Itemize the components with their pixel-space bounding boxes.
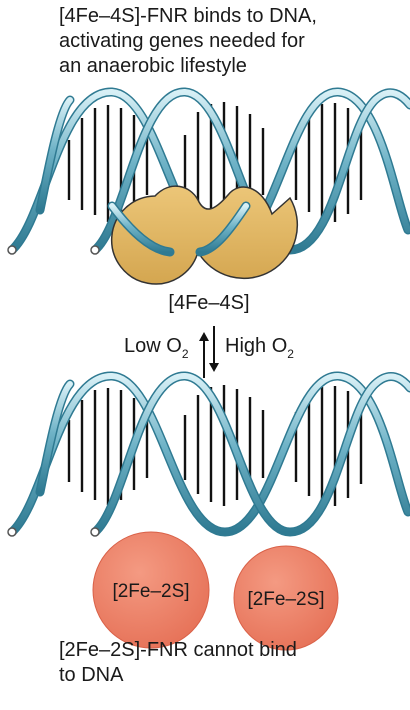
bound-complex-label: [4Fe–4S] [168,292,249,314]
equilibrium: Low O2 High O2 [124,326,294,378]
low-o2-sub: 2 [182,347,189,361]
top-caption: [4Fe–4S]-FNR binds to DNA, activating ge… [59,4,317,79]
fnr-2fe2s-label-right: [2Fe–2S] [247,589,324,610]
fnr-2fe2s-circle-left [92,531,210,649]
strand-end-bottom-left [7,527,17,537]
fnr-2fe2s-label-left: [2Fe–2S] [112,581,189,602]
high-o2-sub: 2 [287,347,294,361]
bottom-caption: [2Fe–2S]-FNR cannot bind to DNA [59,638,297,688]
equilibrium-arrows [199,326,219,378]
strand-end-top-left [7,245,17,255]
high-o2-label: High O2 [225,335,294,361]
fnr-2fe2s-circle-right [233,545,339,651]
low-o2-base: Low O [124,335,182,357]
dna-helix-bottom [7,371,410,537]
high-o2-base: High O [225,335,287,357]
top-caption-line-1: [4Fe–4S]-FNR binds to DNA, [59,5,317,27]
top-caption-line-3: an anaerobic lifestyle [59,55,247,77]
fnr-2fe2s-monomer-right: [2Fe–2S] [233,545,339,651]
fnr-2fe2s-monomer-left: [2Fe–2S] [92,531,210,649]
bottom-caption-line-1: [2Fe–2S]-FNR cannot bind [59,639,297,661]
bottom-caption-line-2: to DNA [59,664,124,686]
low-o2-label: Low O2 [124,335,189,361]
fnr-4fe4s-dimer [107,185,299,285]
strand-end-bottom-mid [90,527,100,537]
strand-end-top-mid [90,245,100,255]
fnr-4fe4s-shape [110,185,299,285]
top-caption-line-2: activating genes needed for [59,30,305,52]
